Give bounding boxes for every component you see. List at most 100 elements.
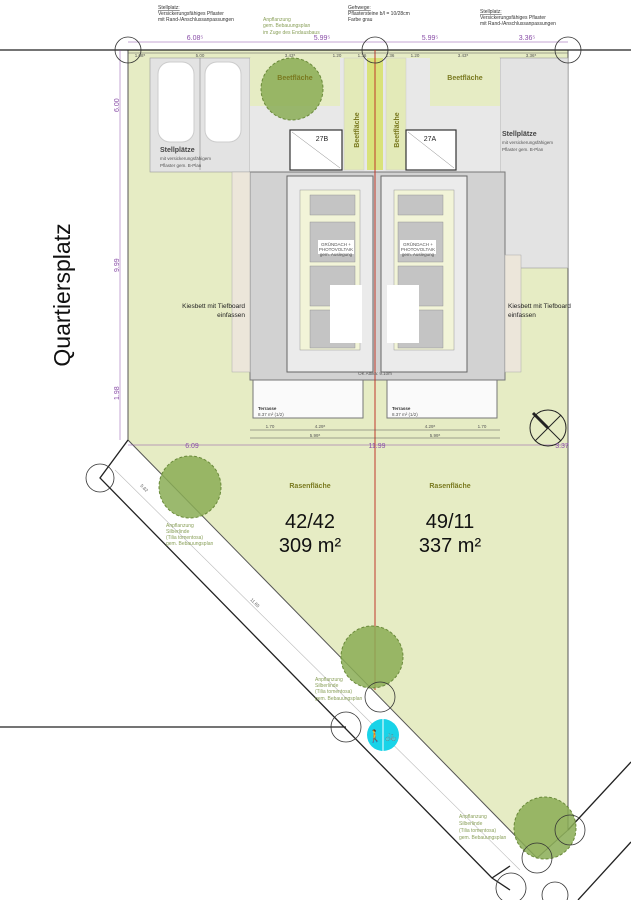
svg-text:Pflaster gem. B-Plan: Pflaster gem. B-Plan (502, 147, 544, 152)
beet-label-left: Beetfläche (277, 75, 313, 82)
svg-text:Kiesbett mit Tiefboard: Kiesbett mit Tiefboard (508, 303, 571, 310)
top-dimensions: 6.08⁵ 5.99⁵ 5.99⁵ 3.36⁵ (187, 35, 536, 42)
dimension-lines (119, 41, 568, 446)
beet-label-strip-right: Beetfläche (394, 112, 401, 148)
svg-text:1.20: 1.20 (411, 53, 420, 58)
tree-icon (158, 57, 577, 860)
svg-text:3.36⁵: 3.36⁵ (526, 53, 537, 58)
svg-text:4.29⁵: 4.29⁵ (315, 424, 326, 429)
svg-text:6.00: 6.00 (114, 98, 121, 112)
lot-42-42: Rasenfläche 42/42 309 m² (279, 483, 342, 557)
svg-text:Farbe grau: Farbe grau (348, 17, 373, 23)
svg-text:Stellplatz:: Stellplatz: (480, 9, 502, 15)
pedestrian-bicycle-sign-icon: 🚶 🚲 (367, 719, 399, 751)
svg-text:5.00: 5.00 (196, 53, 205, 58)
svg-text:8.37 m² (1/2): 8.37 m² (1/2) (392, 412, 418, 417)
note-walkway: Gehwege: Pflastersteine b/l = 10/28cm Fa… (348, 5, 410, 23)
svg-text:5.99⁵: 5.99⁵ (422, 35, 439, 42)
svg-text:gem. Bebauungsplan: gem. Bebauungsplan (263, 23, 310, 29)
parking-label-left: Stellplätze mit versickerungsfähigem Pfl… (160, 147, 211, 168)
svg-text:Versickerungsfähiges Pflaster: Versickerungsfähiges Pflaster (480, 15, 546, 21)
svg-text:PHOTOVOLTAIK: PHOTOVOLTAIK (401, 247, 435, 252)
svg-text:Rasenfläche: Rasenfläche (429, 483, 470, 490)
svg-text:Kiesbett mit Tiefboard: Kiesbett mit Tiefboard (182, 303, 245, 310)
svg-text:Stellplätze: Stellplätze (502, 131, 537, 138)
note-parking-right: Stellplatz: Versickerungsfähiges Pflaste… (480, 9, 556, 27)
svg-text:5.99⁵: 5.99⁵ (310, 433, 321, 438)
svg-text:Silberlinde: Silberlinde (315, 683, 339, 689)
svg-text:gem. Auslegung: gem. Auslegung (402, 252, 435, 257)
svg-text:(Tilia tomentosa): (Tilia tomentosa) (315, 689, 352, 695)
lot-49-11: Rasenfläche 49/11 337 m² (419, 483, 482, 557)
total-dimensions: 6.09 11.99 3.37 (185, 443, 569, 450)
survey-point-icon (85, 36, 586, 900)
svg-text:gem. Bebauungsplan: gem. Bebauungsplan (459, 835, 506, 841)
left-dimensions: 6.00 9.99 1.98 (114, 98, 121, 400)
terrace-right (386, 379, 498, 419)
svg-text:6.09: 6.09 (185, 443, 199, 450)
svg-text:309 m²: 309 m² (279, 535, 342, 557)
terrace-label-right: Terrasse 8.37 m² (1/2) (392, 406, 418, 417)
svg-text:gem. Bebauungsplan: gem. Bebauungsplan (166, 541, 213, 547)
sub-dimensions: 1.08⁵ 5.00 3.43⁵ 1.20 1.36 1.36 1.20 3.4… (135, 53, 537, 58)
svg-text:(Tilia tomentosa): (Tilia tomentosa) (166, 535, 203, 541)
terrace-label-left: Terrasse 8.37 m² (1/2) (258, 406, 284, 417)
bottom-dimensions: 1.70 4.29⁵ 4.29⁵ 1.70 5.99⁵ 5.99⁵ (266, 424, 487, 438)
svg-text:GRÜNDACH +: GRÜNDACH + (403, 241, 433, 247)
svg-text:Stellplatz:: Stellplatz: (158, 5, 180, 11)
attika-label: OK Attika: 9.10m (358, 371, 392, 376)
svg-text:(Tilia tomentosa): (Tilia tomentosa) (459, 828, 496, 834)
beet-right (430, 58, 500, 106)
parking-label-right: Stellplätze mit versickerungsfähigem Pfl… (502, 131, 553, 152)
svg-text:3.43⁵: 3.43⁵ (285, 53, 296, 58)
svg-text:1.70: 1.70 (266, 424, 275, 429)
svg-text:mit Rand-/Anschlussanpassungen: mit Rand-/Anschlussanpassungen (480, 21, 556, 27)
svg-text:Anpflanzung: Anpflanzung (263, 17, 291, 23)
square-label: Quartiersplatz (49, 223, 75, 366)
svg-text:337 m²: 337 m² (419, 535, 482, 557)
svg-text:🚶: 🚶 (368, 729, 383, 743)
svg-text:einfassen: einfassen (217, 312, 245, 319)
svg-text:3.43⁵: 3.43⁵ (458, 53, 469, 58)
svg-text:1.20: 1.20 (333, 53, 342, 58)
street-lines (0, 49, 631, 900)
svg-text:6.08⁵: 6.08⁵ (187, 35, 204, 42)
svg-text:1.36: 1.36 (358, 53, 367, 58)
svg-text:Anpflanzung: Anpflanzung (459, 814, 487, 820)
svg-text:Silberlinde: Silberlinde (459, 821, 483, 827)
svg-text:42/42: 42/42 (285, 511, 335, 533)
svg-text:5.62: 5.62 (139, 483, 149, 493)
svg-text:11.99: 11.99 (369, 443, 386, 450)
svg-text:im Zuge des Endausbaus: im Zuge des Endausbaus (263, 30, 320, 36)
kiesbett-label-left: Kiesbett mit Tiefboard einfassen (182, 303, 245, 319)
svg-text:Versickerungsfähiges Pflaster: Versickerungsfähiges Pflaster (158, 11, 224, 17)
svg-text:4.29⁵: 4.29⁵ (425, 424, 436, 429)
svg-text:8.37 m² (1/2): 8.37 m² (1/2) (258, 412, 284, 417)
svg-text:1.70: 1.70 (478, 424, 487, 429)
svg-text:🚲: 🚲 (385, 731, 396, 741)
sidewalk-dim-line (114, 469, 521, 871)
svg-text:Gehwege:: Gehwege: (348, 5, 371, 11)
svg-text:Terrasse: Terrasse (258, 406, 277, 411)
svg-text:Rasenfläche: Rasenfläche (289, 483, 330, 490)
unit-label-27b: 27B (316, 136, 329, 143)
svg-text:5.99⁵: 5.99⁵ (430, 433, 441, 438)
svg-text:einfassen: einfassen (508, 312, 536, 319)
kiesbett-label-right: Kiesbett mit Tiefboard einfassen (508, 303, 571, 319)
svg-text:Silberlinde: Silberlinde (166, 529, 190, 535)
north-arrow-icon (529, 409, 567, 447)
svg-text:gem. Bebauungsplan: gem. Bebauungsplan (315, 696, 362, 702)
svg-text:1.36: 1.36 (386, 53, 395, 58)
svg-text:1.98: 1.98 (114, 386, 121, 400)
svg-text:PHOTOVOLTAIK: PHOTOVOLTAIK (319, 247, 353, 252)
svg-text:3.36⁵: 3.36⁵ (519, 35, 536, 42)
svg-text:gem. Auslegung: gem. Auslegung (320, 252, 353, 257)
street-dimensions: 5.62 11.65 (139, 483, 261, 609)
svg-text:mit versickerungsfähigem: mit versickerungsfähigem (502, 140, 553, 145)
unit-label-27a: 27A (424, 136, 437, 143)
